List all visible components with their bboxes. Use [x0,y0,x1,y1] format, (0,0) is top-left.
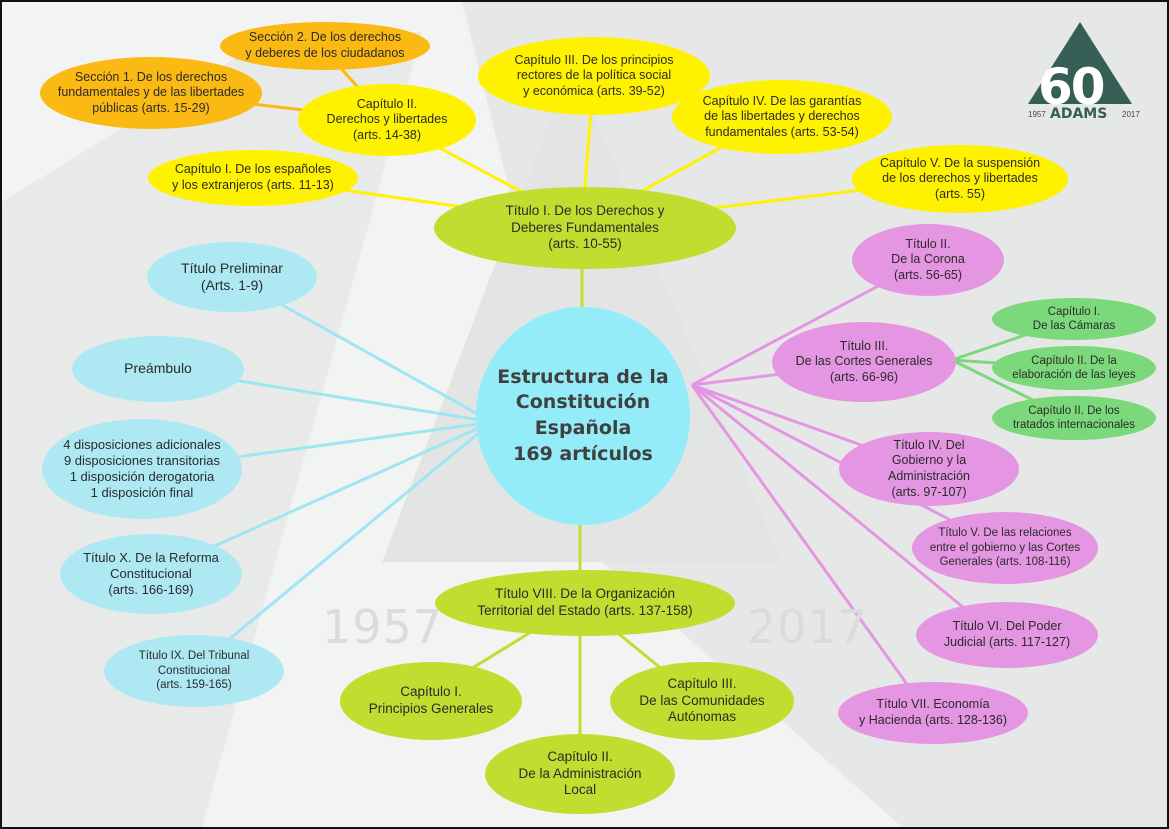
node-disposiciones[interactable]: 4 disposiciones adicionales 9 disposicio… [42,419,242,519]
watermark-year-left: 1957 [322,600,444,654]
node-seccion-1[interactable]: Sección 1. De los derechos fundamentales… [40,57,262,129]
node-titulo-i[interactable]: Título I. De los Derechos y Deberes Fund… [434,187,736,269]
node-preambulo[interactable]: Preámbulo [72,336,244,402]
adams-60-logo: 60 1957 ADAMS 2017 [1024,20,1140,130]
node-t8-capitulo-iii[interactable]: Capítulo III. De las Comunidades Autónom… [610,662,794,740]
logo-brand: ADAMS [1050,106,1108,122]
node-t3-capitulo-ii-tratados[interactable]: Capítulo II. De los tratados internacion… [992,396,1156,440]
bg-shape-left [2,32,422,827]
node-titulo-vii[interactable]: Título VII. Economía y Hacienda (arts. 1… [838,682,1028,744]
node-titulo-x[interactable]: Título X. De la Reforma Constitucional (… [60,534,242,614]
logo-year-left: 1957 [1028,110,1046,119]
logo-triangle-icon [1028,22,1132,104]
node-titulo-ix[interactable]: Título IX. Del Tribunal Constitucional (… [104,635,284,707]
node-titulo-vi[interactable]: Título VI. Del Poder Judicial (arts. 117… [916,602,1098,668]
node-titulo-iii[interactable]: Título III. De las Cortes Generales (art… [772,322,956,402]
node-t8-capitulo-ii[interactable]: Capítulo II. De la Administración Local [485,734,675,814]
node-titulo-ii[interactable]: Título II. De la Corona (arts. 56-65) [852,224,1004,296]
node-t1-capitulo-v[interactable]: Capítulo V. De la suspensión de los dere… [852,145,1068,213]
node-t3-capitulo-ii-leyes[interactable]: Capítulo II. De la elaboración de las le… [992,346,1156,390]
node-t1-capitulo-ii[interactable]: Capítulo II. Derechos y libertades (arts… [298,84,476,156]
node-t8-capitulo-i[interactable]: Capítulo I. Principios Generales [340,662,522,740]
node-t1-capitulo-iv[interactable]: Capítulo IV. De las garantías de las lib… [672,80,892,154]
node-t1-capitulo-i[interactable]: Capítulo I. De los españoles y los extra… [148,150,358,206]
logo-number: 60 [1038,58,1106,116]
node-t3-capitulo-i[interactable]: Capítulo I. De las Cámaras [992,298,1156,340]
logo-year-right: 2017 [1122,110,1140,119]
node-titulo-preliminar[interactable]: Título Preliminar (Arts. 1-9) [147,242,317,312]
node-t1-capitulo-iii[interactable]: Capítulo III. De los principios rectores… [478,37,710,115]
center-node-constitucion[interactable]: Estructura de la Constitución Española 1… [476,307,690,525]
node-seccion-2[interactable]: Sección 2. De los derechos y deberes de … [220,22,430,70]
watermark-year-right: 2017 [747,600,869,654]
node-titulo-v[interactable]: Título V. De las relaciones entre el gob… [912,512,1098,584]
node-titulo-viii[interactable]: Título VIII. De la Organización Territor… [435,570,735,636]
node-titulo-iv[interactable]: Título IV. Del Gobierno y la Administrac… [839,432,1019,506]
